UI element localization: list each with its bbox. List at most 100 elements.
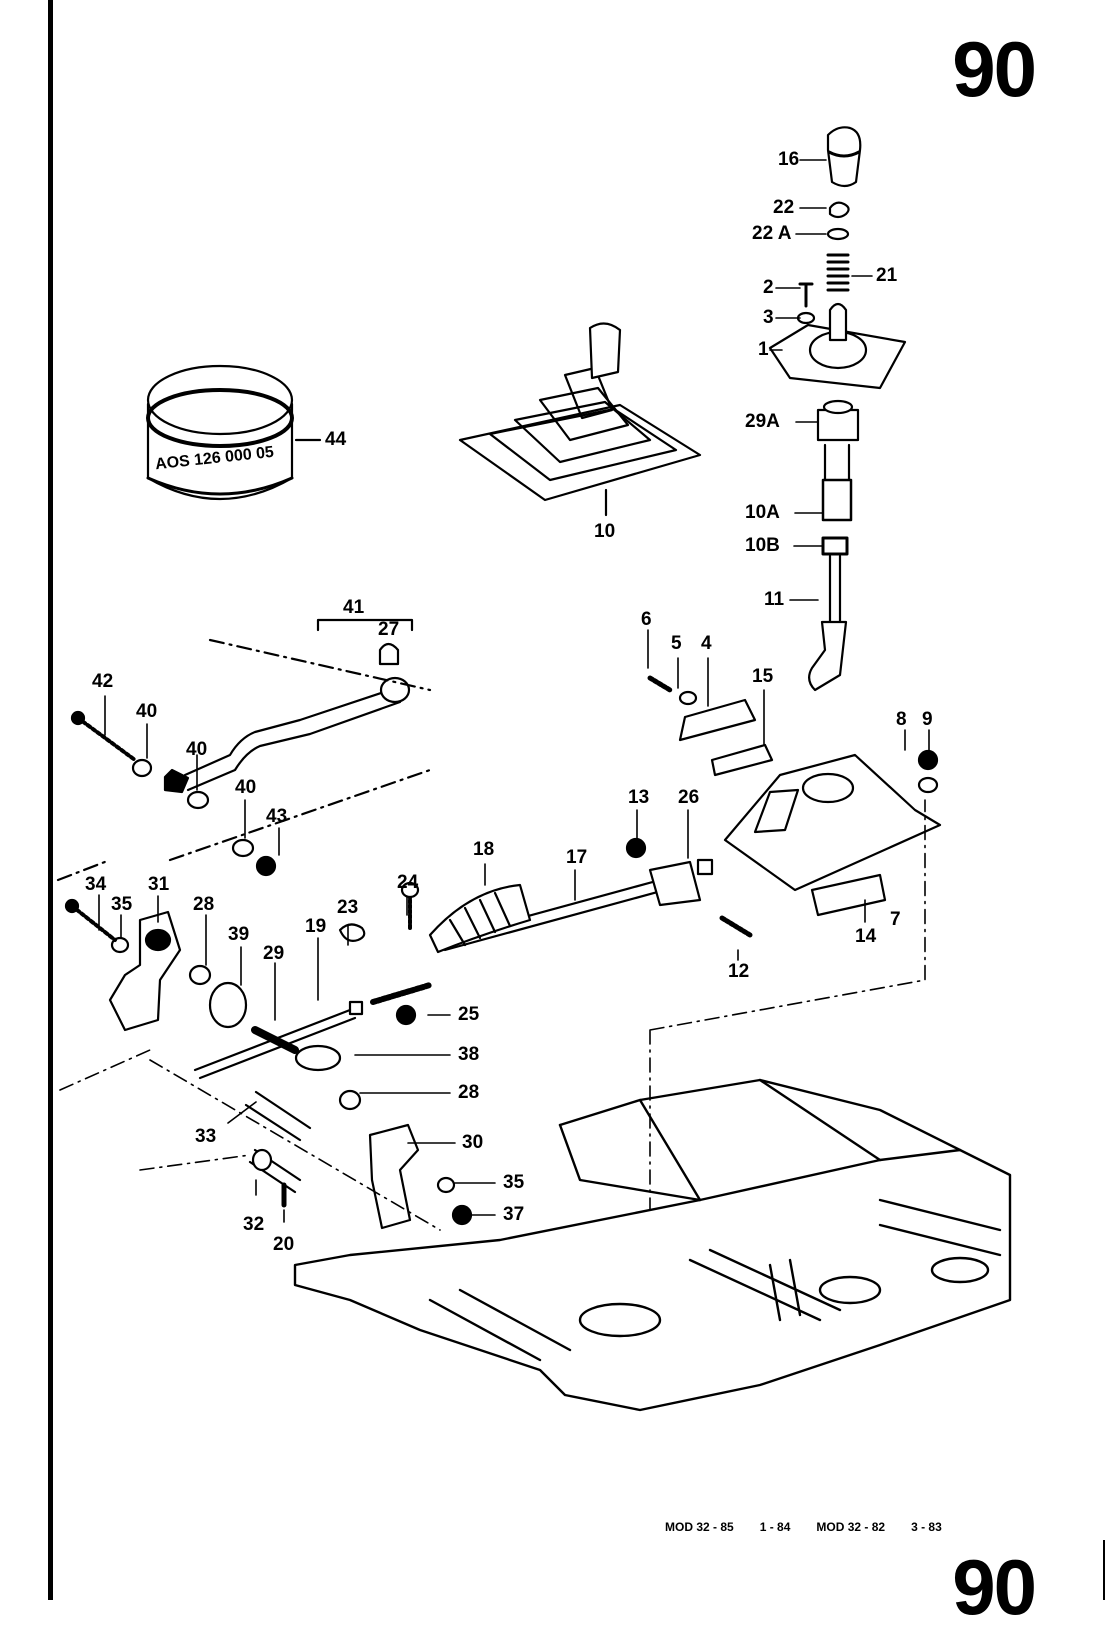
bolt-part-6 <box>647 675 673 693</box>
callout-10B: 10B <box>745 535 780 556</box>
callout-19: 19 <box>305 916 327 937</box>
callout-3: 3 <box>763 307 774 328</box>
clip-part-22 <box>828 201 850 219</box>
selector-rod-assembly <box>56 638 432 882</box>
callout-27: 27 <box>378 619 400 640</box>
washer-part-35b <box>436 1176 456 1194</box>
callout-15: 15 <box>752 666 774 687</box>
plate-part-15 <box>710 743 774 777</box>
callout-39: 39 <box>228 924 250 945</box>
tube-part-33 <box>244 1090 312 1142</box>
callout-10: 10 <box>594 521 616 542</box>
callout-41: 41 <box>343 597 365 618</box>
shift-housing <box>723 753 942 892</box>
footer-date-2: 3 - 83 <box>911 1520 942 1534</box>
footer-model-1: MOD 32 - 85 <box>665 1520 734 1534</box>
callout-29A: 29A <box>745 411 780 432</box>
callout-20: 20 <box>273 1234 295 1255</box>
callout-21: 21 <box>876 265 898 286</box>
spring-part-21 <box>826 253 850 292</box>
callout-7: 7 <box>890 909 901 930</box>
threaded-end <box>370 982 433 1005</box>
bush-part-28 <box>188 964 212 986</box>
callout-18: 18 <box>473 839 495 860</box>
callout-8: 8 <box>896 709 907 730</box>
callout-40-b: 40 <box>186 739 208 760</box>
callout-14: 14 <box>855 926 877 947</box>
callout-22A: 22 A <box>752 223 792 244</box>
cap-part-27 <box>378 642 400 666</box>
plate-part-14 <box>810 873 887 917</box>
callout-29: 29 <box>263 943 285 964</box>
callout-6: 6 <box>641 609 652 630</box>
callout-1: 1 <box>758 339 769 360</box>
callout-4: 4 <box>701 633 712 654</box>
nut-part-37 <box>451 1204 473 1226</box>
callout-26: 26 <box>678 787 700 808</box>
callout-35-a: 35 <box>111 894 133 915</box>
shift-knob-part-16 <box>826 126 862 188</box>
washer-part-35 <box>110 936 130 954</box>
callout-11: 11 <box>764 589 785 610</box>
bracket-part-4 <box>678 698 757 742</box>
page-number-top: 90 <box>952 25 1037 113</box>
washer-part-5 <box>678 690 698 706</box>
callout-32: 32 <box>243 1214 265 1235</box>
drum-part-44 <box>146 364 294 500</box>
nut-part-25 <box>395 1004 417 1026</box>
callout-28-a: 28 <box>193 894 215 915</box>
bush-part-38 <box>294 1044 342 1072</box>
callout-37: 37 <box>503 1204 525 1225</box>
mount-part-39 <box>208 981 248 1029</box>
page-edge-mark <box>1103 1540 1105 1600</box>
callout-2: 2 <box>763 277 774 298</box>
callout-40-a: 40 <box>136 701 158 722</box>
bolt-part-12 <box>719 915 753 938</box>
footer-date-1: 1 - 84 <box>759 1520 791 1534</box>
nut-part-13 <box>625 837 647 859</box>
bush-part-28b <box>338 1089 362 1111</box>
callout-42: 42 <box>92 671 114 692</box>
callout-22: 22 <box>773 197 795 218</box>
binding-edge <box>48 0 53 1600</box>
callout-16: 16 <box>778 149 800 170</box>
callout-40-c: 40 <box>235 777 257 798</box>
callout-12: 12 <box>728 961 750 982</box>
lever-housing-part-1 <box>768 302 907 390</box>
callout-24: 24 <box>397 872 419 893</box>
footer-model-codes: MOD 32 - 85 1 - 84 MOD 32 - 82 3 - 83 <box>665 1520 968 1534</box>
callout-34: 34 <box>85 874 107 895</box>
callout-35-b: 35 <box>503 1172 525 1193</box>
callout-17: 17 <box>566 847 588 868</box>
assembly-lines <box>59 799 926 1251</box>
clip-part-23 <box>338 923 366 942</box>
callout-25: 25 <box>458 1004 480 1025</box>
bolt-part-2 <box>798 282 814 308</box>
callout-23: 23 <box>337 897 359 918</box>
bush-part-22A <box>826 227 850 241</box>
gaiter-part-10 <box>458 322 702 502</box>
washer-part-8 <box>917 776 939 794</box>
nut-part-9 <box>917 749 939 771</box>
callout-38: 38 <box>458 1044 480 1065</box>
footer-model-2: MOD 32 - 82 <box>816 1520 886 1534</box>
floor-pan <box>293 1078 1012 1412</box>
clamp <box>648 860 702 907</box>
bush-part-26 <box>696 858 714 876</box>
callout-28-b: 28 <box>458 1082 480 1103</box>
leader-lines <box>98 159 930 1223</box>
callout-9: 9 <box>922 709 933 730</box>
callout-43: 43 <box>266 806 288 827</box>
callout-31: 31 <box>148 874 170 895</box>
bracket-41 <box>316 618 414 632</box>
boot-part-18 <box>428 883 532 954</box>
callout-30: 30 <box>462 1132 484 1153</box>
callout-5: 5 <box>671 633 682 654</box>
lever-assembly <box>808 399 860 692</box>
callout-10A: 10A <box>745 502 780 523</box>
callout-44: 44 <box>325 429 347 450</box>
bracket-part-30 <box>368 1123 420 1230</box>
callout-33: 33 <box>195 1126 217 1147</box>
pin-part-19 <box>348 1000 364 1016</box>
